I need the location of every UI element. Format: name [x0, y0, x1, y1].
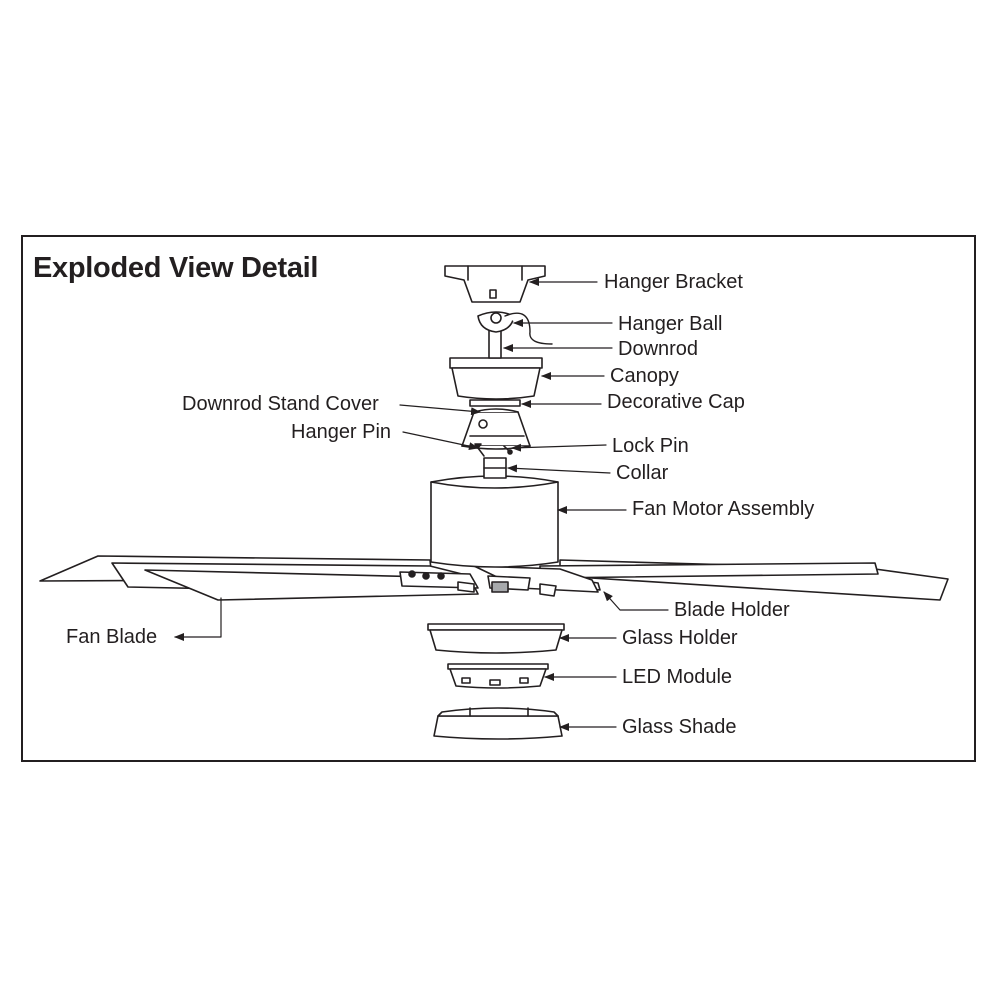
label-hanger-pin: Hanger Pin [291, 421, 392, 443]
label-glass-holder: Glass Holder [622, 627, 738, 649]
canopy [449, 357, 543, 400]
leader-hanger-pin [402, 431, 479, 451]
lock-pin [503, 445, 513, 455]
collar [483, 457, 507, 479]
leader-lock-pin [511, 443, 607, 452]
fan-blades [39, 555, 949, 601]
downrod-stand-cover [461, 408, 531, 450]
decorative-cap [469, 399, 521, 407]
label-hanger-ball: Hanger Ball [618, 313, 723, 335]
hanger-bracket [444, 265, 546, 303]
led-module [447, 663, 549, 689]
label-glass-shade: Glass Shade [622, 716, 737, 738]
leader-blade-holder [603, 591, 669, 611]
label-collar: Collar [616, 462, 669, 484]
leader-lines [174, 278, 669, 731]
label-decorative-cap: Decorative Cap [607, 391, 745, 413]
blade-holders [399, 565, 599, 597]
label-fan-blade: Fan Blade [66, 626, 158, 648]
label-fan-motor-assembly: Fan Motor Assembly [632, 498, 815, 520]
label-lock-pin: Lock Pin [612, 435, 689, 457]
fan-motor-assembly [430, 475, 559, 568]
leader-downrod-stand-cover [399, 404, 481, 416]
glass-holder [427, 623, 565, 654]
diagram-frame [21, 235, 976, 762]
leader-fan-blade [174, 597, 222, 641]
label-blade-holder: Blade Holder [674, 599, 790, 621]
diagram-title: Exploded View Detail [33, 252, 319, 284]
fan-blade-front-left [144, 569, 479, 601]
label-hanger-bracket: Hanger Bracket [604, 271, 743, 293]
label-led-module: LED Module [622, 666, 733, 688]
label-downrod-stand-cover: Downrod Stand Cover [182, 393, 379, 415]
leader-collar [507, 464, 611, 474]
glass-shade [433, 707, 563, 740]
label-downrod: Downrod [618, 338, 699, 360]
label-canopy: Canopy [610, 365, 679, 387]
